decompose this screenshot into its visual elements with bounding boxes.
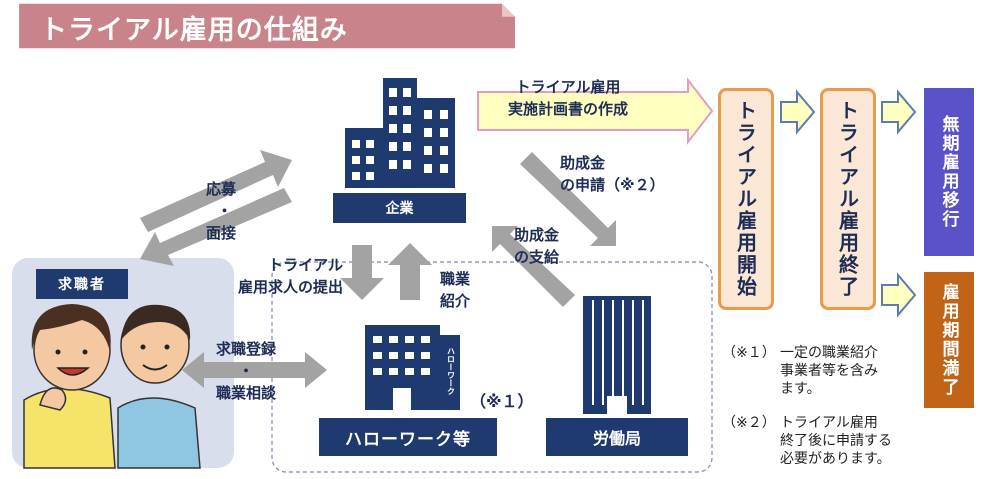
- footnote-1: （※１） 一定の職業紹介 事業者等を含み ます。: [722, 345, 878, 397]
- plan-creation-label: トライアル雇用 実施計画書の作成: [508, 78, 629, 118]
- job-posting-arrow: [340, 245, 384, 300]
- apply-interview-arrows: [140, 150, 292, 266]
- company-label: 企業: [385, 201, 414, 217]
- job-seekers-illustration: [23, 304, 201, 469]
- job-posting-label: トライアル 雇用求人の提出: [238, 256, 344, 296]
- labor-bureau-label: 労働局: [592, 429, 641, 448]
- start-to-end-arrow: [780, 89, 816, 135]
- end-to-indefinite-arrow: [881, 89, 917, 135]
- footnote-2: （※２） トライアル雇用 終了後に申請する 必要があります。: [722, 415, 892, 467]
- end-to-expiry-arrow: [881, 272, 917, 318]
- hellowork-label: ハローワーク等: [345, 429, 471, 450]
- labor-bureau-building-icon: [583, 296, 651, 414]
- company-label-box: 企業: [333, 193, 466, 223]
- apply-label: 応募 ・ 面接: [206, 180, 237, 242]
- subsidy-payment-label: 助成金 の支給: [514, 226, 560, 266]
- plan-creation-arrow: [477, 77, 714, 145]
- subsidy-payment-arrow: [492, 226, 575, 307]
- subsidy-application-arrow: [520, 152, 616, 246]
- note1-marker: （※１）: [470, 392, 534, 411]
- subsidy-application-label: 助成金 の申請（※２）: [560, 154, 665, 194]
- job-referral-label: 職業 紹介: [440, 270, 471, 310]
- trial-end-box: トライアル雇用終了: [820, 88, 876, 310]
- company-building-icon: [345, 78, 455, 188]
- trial-start-box: トライアル雇用開始: [718, 88, 774, 310]
- title-banner: [19, 3, 515, 49]
- job-referral-arrow: [388, 243, 432, 300]
- hellowork-building-icon: [365, 325, 460, 410]
- contract-expiry-box: 雇用期間満了: [924, 272, 974, 408]
- registration-label: 求職登録 ・ 職業相談: [216, 340, 277, 402]
- page-title: トライアル雇用の仕組み: [40, 15, 348, 46]
- job-seeker-label-box: 求職者: [36, 269, 128, 299]
- labor-bureau-label-box: 労働局: [546, 418, 688, 456]
- indefinite-employment-box: 無期雇用移行: [924, 88, 974, 256]
- job-seeker-label: 求職者: [58, 277, 106, 293]
- registration-arrow: [182, 352, 327, 388]
- hellowork-sign: ハローワーク: [446, 347, 456, 395]
- hellowork-label-box: ハローワーク等: [319, 418, 497, 456]
